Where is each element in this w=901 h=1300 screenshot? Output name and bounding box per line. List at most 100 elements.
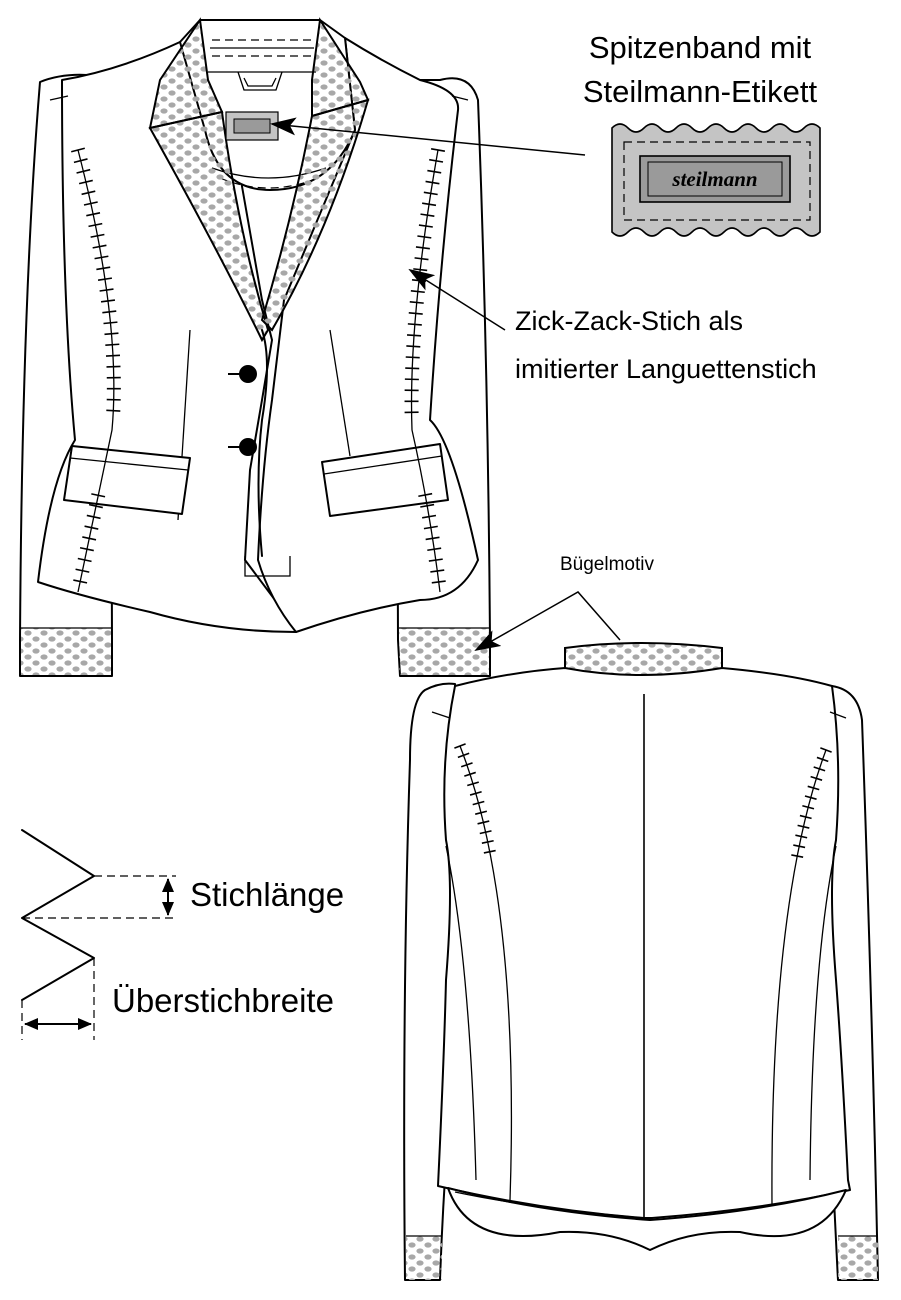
front-cuff-left [21,628,111,675]
stitch-tick [91,493,106,498]
stitch-tick [105,354,121,357]
stitch-tick [83,201,98,206]
stitch-tick [99,288,114,292]
front-collar-left [148,17,224,130]
stitch-tick [100,299,116,303]
stitch-tick [425,180,440,185]
zigzag-label-line1: Zick-Zack-Stich als [515,306,743,336]
stitch-tick [431,580,446,584]
stitch-tick [103,321,118,325]
stitch-tick [793,844,806,849]
stitch-tick [457,752,470,759]
lace-title-line1: Spitzenband mit [589,30,812,65]
iron-motif-label: Bügelmotiv [560,554,654,575]
stitch-tick [73,158,88,164]
stitch-tick [102,310,117,314]
stitch-tick [469,790,482,796]
stitch-tick [420,503,435,508]
stitch-tick [807,785,820,791]
stitch-tick [467,781,479,787]
stitch-tick [86,514,101,520]
stitch-tick [428,558,443,562]
stitch-tick [427,169,442,174]
stitch-tick [423,191,438,196]
stitch-tick [84,525,99,530]
zigzag-stitch-back [454,743,832,858]
stitch-tick [454,743,466,749]
stitch-tick [73,579,88,584]
stitch-tick [94,255,109,260]
stitch-tick [804,795,817,800]
front-pocket-right [321,443,449,517]
stitch-tick [799,814,812,820]
stitch-tick [90,233,105,238]
stitch-tick [76,168,91,174]
stitch-tick [420,213,435,217]
front-jacket [19,17,491,677]
front-cuff-right [399,628,489,675]
stitch-tick [797,824,810,829]
stitch-tick [405,356,420,359]
stitch-tick [430,569,445,573]
button-icon [228,438,257,456]
stitch-tick [406,345,421,348]
stitch-tick [425,536,440,541]
stitch-tick [92,244,107,249]
front-lapel-right [260,98,370,332]
stitch-tick [429,158,444,163]
button-icon [228,365,257,383]
stitch-tick [481,839,494,844]
stitch-tick [423,525,438,530]
stitch-tick [820,747,832,753]
stitch-tick [810,775,823,781]
stitch-tick [105,343,120,347]
stitch-tick [791,854,804,858]
stitch-tick [483,849,496,854]
stitch-tick [418,224,433,228]
stitch-tick [88,222,103,228]
stitch-tick [464,771,476,777]
stitch-tick [795,834,808,839]
stitch-tick [418,492,433,498]
stitch-tick [78,179,93,185]
stitch-tick [406,334,422,337]
stitch-tick [475,810,488,815]
stitch-tick [106,409,121,412]
lace-tape-label: steilmann [611,123,821,237]
back-cuff-right [838,1236,878,1280]
stitch-tick [802,804,815,810]
stitch-tick [816,756,829,763]
stitch-tick [479,830,492,835]
brand-label-text: steilmann [671,167,757,191]
stitch-tick [430,148,446,152]
stitch-tick [414,257,429,261]
stitch-tick [407,323,422,326]
stitch-tick [472,800,485,806]
front-pocket-left [63,445,191,515]
stitch-tick [408,312,423,315]
overstitch-width-label: Überstichbreite [112,982,334,1019]
back-jacket [403,642,879,1281]
stitch-tick [422,202,437,207]
stitch-tick [477,820,490,825]
stitch-tick [82,536,97,541]
arrow-icon [408,268,506,331]
arrow-icon [270,117,586,156]
stitch-tick [410,290,425,294]
lace-title-line2: Steilmann-Etikett [583,74,818,109]
stitch-tick [813,766,826,772]
back-cuff-left [406,1236,442,1280]
zigzag-label-line2: imitierter Languettenstich [515,354,817,384]
arrow-icon [474,591,621,651]
stitch-tick [88,503,103,509]
small-brand-label [225,111,279,141]
stitch-tick [415,246,430,250]
front-lapel-left [148,110,270,343]
stitch-tick [422,514,437,519]
stitch-tick [417,235,432,239]
stitch-length-label: Stichlänge [190,876,344,913]
stitch-tick [75,568,90,573]
stitch-tick [104,332,119,336]
